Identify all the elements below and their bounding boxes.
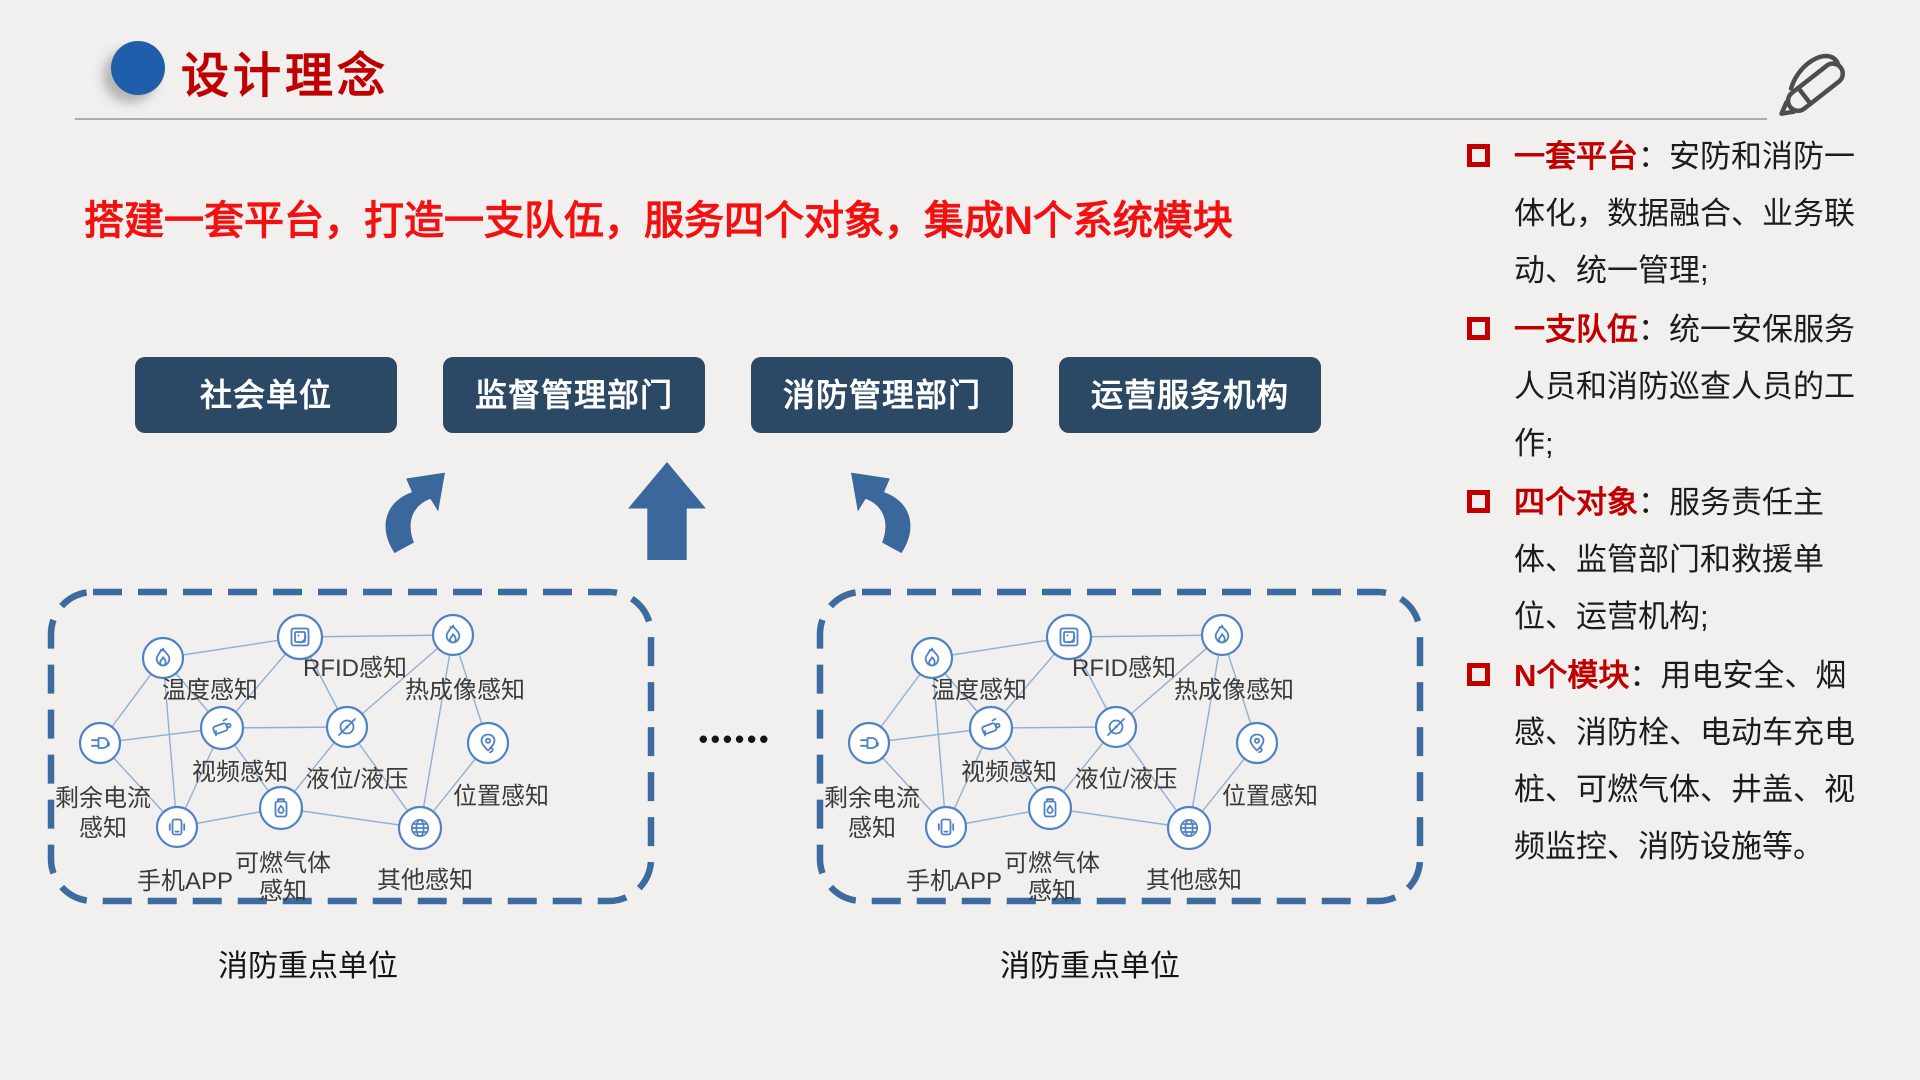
node-label: 其他感知 <box>377 867 473 894</box>
node-video: 视频感知 <box>192 705 288 786</box>
node-label: 手机APP <box>137 868 233 895</box>
bullet-text: 一套平台：安防和消防一体化，数据融合、业务联动、统一管理; <box>1514 128 1874 299</box>
button-social-unit[interactable]: 社会单位 <box>135 357 397 433</box>
headline: 搭建一套平台，打造一支队伍，服务四个对象，集成N个系统模块 <box>84 199 1233 243</box>
square-bullet-icon <box>1467 663 1490 686</box>
node-rfid: RFID感知 <box>276 613 407 682</box>
node-gas: 可燃气体 感知 <box>235 785 331 905</box>
node-label: 液位/液压 <box>306 766 409 793</box>
node-liquid: 液位/液压 <box>1075 705 1178 793</box>
node-liquid: 液位/液压 <box>306 705 409 793</box>
node-location: 位置感知 <box>453 721 549 810</box>
bullet-keyword: 一支队伍 <box>1514 312 1638 347</box>
fire-unit-box-2: 温度感知 RFID感知 热成像感知 剩余电流 感知 视频感知 <box>816 588 1424 905</box>
node-label: 感知 <box>79 815 127 842</box>
bullet-item-platform: 一套平台：安防和消防一体化，数据融合、业务联动、统一管理; <box>1467 128 1919 299</box>
node-label: 感知 <box>259 878 307 905</box>
node-phone-app: 手机APP <box>906 805 1002 895</box>
dashed-box-border <box>816 588 1424 905</box>
node-other: 其他感知 <box>377 805 473 894</box>
node-label: RFID感知 <box>1072 655 1176 682</box>
bullet-item-modules: N个模块：用电安全、烟感、消防栓、电动车充电桩、可燃气体、井盖、视频监控、消防设… <box>1467 647 1919 875</box>
node-label: 位置感知 <box>453 783 549 810</box>
node-residual-current: 剩余电流 感知 <box>55 721 151 842</box>
network-nodes: 温度感知 RFID感知 热成像感知 剩余电流 感知 视频感知 <box>824 613 1318 905</box>
node-temperature: 温度感知 <box>141 636 258 704</box>
button-supervision-dept[interactable]: 监督管理部门 <box>443 357 705 433</box>
fire-unit-box-1: 温度感知 RFID感知 热成像感知 剩余电流 感知 视频感知 <box>47 588 655 905</box>
sensor-network: 温度感知 RFID感知 热成像感知 剩余电流 感知 视频感知 <box>47 588 655 905</box>
node-label: RFID感知 <box>303 655 407 682</box>
node-label: 可燃气体 <box>1004 850 1100 877</box>
bullet-body: ：统一安保服务人员和消防巡查人员的工作; <box>1514 312 1855 461</box>
node-residual-current: 剩余电流 感知 <box>824 721 920 842</box>
node-label: 热成像感知 <box>405 677 525 704</box>
square-bullet-icon <box>1467 317 1490 340</box>
node-label: 温度感知 <box>162 677 258 704</box>
bullet-keyword: 一套平台 <box>1514 139 1638 174</box>
bullet-keyword: N个模块 <box>1514 658 1630 693</box>
network-nodes: 温度感知 RFID感知 热成像感知 剩余电流 感知 视频感知 <box>55 613 549 905</box>
bullet-body: ：服务责任主体、监管部门和救援单位、运营机构; <box>1514 485 1824 634</box>
straight-up-arrow <box>628 462 706 560</box>
bullet-panel: 一套平台：安防和消防一体化，数据融合、业务联动、统一管理; 一支队伍：统一安保服… <box>1467 128 1919 877</box>
bullet-body: ：用电安全、烟感、消防栓、电动车充电桩、可燃气体、井盖、视频监控、消防设施等。 <box>1514 658 1855 864</box>
node-phone-app: 手机APP <box>137 805 233 895</box>
node-label: 感知 <box>1028 878 1076 905</box>
node-label: 其他感知 <box>1146 867 1242 894</box>
node-label: 液位/液压 <box>1075 766 1178 793</box>
node-label: 可燃气体 <box>235 850 331 877</box>
node-thermal: 热成像感知 <box>1174 613 1294 704</box>
curved-up-arrow-left <box>385 472 445 554</box>
node-label: 视频感知 <box>961 759 1057 786</box>
node-location: 位置感知 <box>1222 721 1318 810</box>
bullet-text: 四个对象：服务责任主体、监管部门和救援单位、运营机构; <box>1514 474 1874 645</box>
node-label: 视频感知 <box>192 759 288 786</box>
node-label: 剩余电流 <box>824 785 920 812</box>
node-other: 其他感知 <box>1146 805 1242 894</box>
node-label: 位置感知 <box>1222 783 1318 810</box>
bullet-item-team: 一支队伍：统一安保服务人员和消防巡查人员的工作; <box>1467 301 1919 472</box>
sensor-network: 温度感知 RFID感知 热成像感知 剩余电流 感知 视频感知 <box>816 588 1424 905</box>
node-label: 感知 <box>848 815 896 842</box>
node-label: 温度感知 <box>931 677 1027 704</box>
node-temperature: 温度感知 <box>910 636 1027 704</box>
node-video: 视频感知 <box>961 705 1057 786</box>
header-divider <box>75 118 1767 120</box>
square-bullet-icon <box>1467 144 1490 167</box>
header-dot-icon <box>111 41 165 95</box>
unit-caption: 消防重点单位 <box>218 950 398 983</box>
unit-caption: 消防重点单位 <box>1000 950 1180 983</box>
curved-up-arrow-right <box>851 472 911 554</box>
dashed-box-border <box>47 588 655 905</box>
bullet-keyword: 四个对象 <box>1514 485 1638 520</box>
square-bullet-icon <box>1467 490 1490 513</box>
bullet-body: ：安防和消防一体化，数据融合、业务联动、统一管理; <box>1514 139 1855 288</box>
bullet-text: N个模块：用电安全、烟感、消防栓、电动车充电桩、可燃气体、井盖、视频监控、消防设… <box>1514 647 1874 875</box>
node-label: 剩余电流 <box>55 785 151 812</box>
node-rfid: RFID感知 <box>1045 613 1176 682</box>
node-label: 手机APP <box>906 868 1002 895</box>
page-title: 设计理念 <box>181 50 390 103</box>
node-thermal: 热成像感知 <box>405 613 525 704</box>
button-operation-agency[interactable]: 运营服务机构 <box>1059 357 1321 433</box>
node-label: 热成像感知 <box>1174 677 1294 704</box>
ellipsis-dots: •••••• <box>698 724 772 754</box>
button-fire-mgmt-dept[interactable]: 消防管理部门 <box>751 357 1013 433</box>
node-gas: 可燃气体 感知 <box>1004 785 1100 905</box>
pen-icon <box>1779 53 1846 116</box>
bullet-text: 一支队伍：统一安保服务人员和消防巡查人员的工作; <box>1514 301 1874 472</box>
bullet-item-objects: 四个对象：服务责任主体、监管部门和救援单位、运营机构; <box>1467 474 1919 645</box>
